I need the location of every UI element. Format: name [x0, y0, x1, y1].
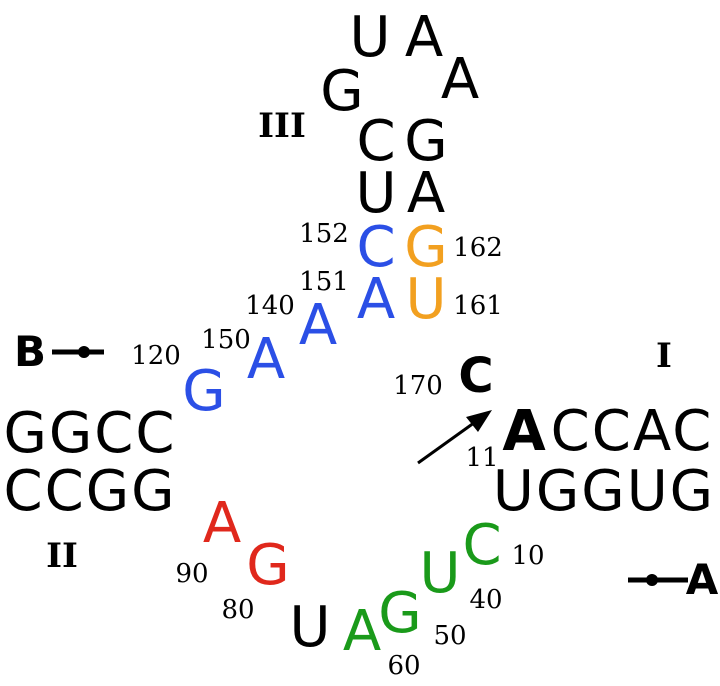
position-140: 140	[245, 291, 295, 321]
helix-i-top-strand: CCAC	[550, 399, 714, 464]
position-170: 170	[393, 371, 443, 401]
base-u40: U	[419, 541, 461, 606]
base-a90: A	[202, 491, 242, 556]
base-a151: A	[356, 267, 396, 332]
position-120: 120	[131, 341, 181, 371]
site-b-pointer	[52, 346, 104, 358]
helix-i-bottom-strand: UGGUG	[492, 459, 716, 524]
site-label-c: C	[458, 348, 494, 404]
position-152: 152	[299, 219, 349, 249]
base-g80: G	[246, 533, 290, 598]
stem-label-ii: II	[46, 536, 78, 576]
position-60: 60	[387, 651, 421, 681]
base-g50: G	[378, 581, 422, 646]
base-u161: U	[405, 267, 447, 332]
base-a150: A	[246, 327, 286, 392]
base-loop-iii-a1: A	[404, 5, 444, 70]
position-90: 90	[175, 559, 209, 589]
base-u-loop: U	[289, 595, 331, 660]
position-11: 11	[465, 443, 499, 473]
base-loop-iii-g: G	[320, 59, 364, 124]
position-10: 10	[511, 541, 545, 571]
position-161: 161	[453, 291, 503, 321]
stem-label-i: I	[656, 336, 672, 376]
base-g162: G	[404, 215, 448, 280]
base-a60: A	[342, 599, 382, 664]
base-a140: A	[298, 293, 338, 358]
base-loop-iii-a2: A	[440, 47, 480, 112]
helix-ii-bottom-strand: CCGG	[3, 459, 177, 524]
base-stem-iii-u: U	[355, 161, 397, 226]
position-151: 151	[299, 267, 349, 297]
base-a-helix-i-bold: A	[502, 399, 546, 464]
position-80: 80	[221, 595, 255, 625]
position-50: 50	[433, 621, 467, 651]
position-150: 150	[201, 325, 251, 355]
site-a-pointer	[628, 574, 688, 586]
base-stem-iii-g: G	[404, 109, 448, 174]
position-40: 40	[469, 585, 503, 615]
base-loop-iii-u: U	[349, 5, 391, 70]
base-stem-iii-c: C	[356, 109, 396, 174]
base-c10: C	[462, 513, 502, 578]
position-162: 162	[453, 233, 503, 263]
site-label-b: B	[13, 327, 47, 376]
base-g120: G	[182, 359, 226, 424]
helix-ii-top-strand: GGCC	[3, 401, 177, 466]
stem-label-iii: III	[258, 106, 306, 146]
base-stem-iii-a: A	[406, 161, 446, 226]
site-c-arrow	[417, 410, 492, 465]
base-c152: C	[356, 215, 396, 280]
site-label-a: A	[685, 555, 719, 604]
